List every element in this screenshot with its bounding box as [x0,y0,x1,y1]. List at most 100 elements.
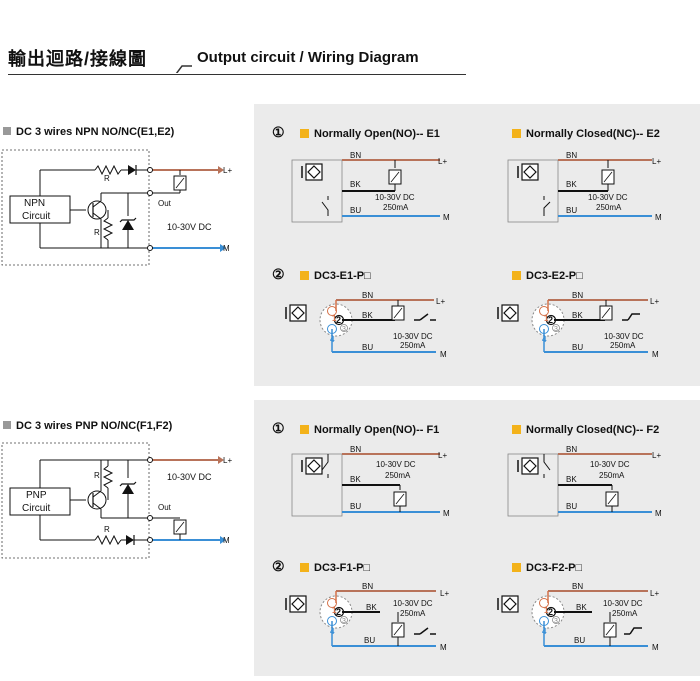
pnp-no-wiring [291,453,440,517]
title-chinese: 輸出迴路/接線圖 [8,49,148,69]
pin-3-label: 3 [342,326,346,333]
pin-3-label: 3 [342,618,346,625]
bu-label: BU [574,636,585,645]
bk-label: BK [350,180,361,189]
npn-no-heading: Normally Open(NO)-- E1 [300,128,440,140]
page-header: 輸出迴路/接線圖 Output circuit / Wiring Diagram [0,0,700,90]
bn-label: BN [572,582,583,591]
yellow-square-icon [300,129,309,138]
current-label: 250mA [400,341,426,350]
npn-r-side-label: R [94,228,100,237]
pin-2-label: 2 [336,607,341,617]
grey-square-icon [3,127,11,135]
lplus-label: L+ [652,157,661,166]
npn-out-label: Out [158,199,172,208]
npn-supply-label: 10-30V DC [167,222,212,232]
yellow-square-icon [512,563,521,572]
yellow-square-icon [512,129,521,138]
title-underline [8,74,466,75]
bn-label: BN [350,445,361,454]
npn-option1-number: ① [272,124,285,140]
pnp-r-bottom-label: R [104,525,110,534]
npn-circuit-label-2: Circuit [22,211,51,222]
lplus-label: L+ [438,157,447,166]
bk-label: BK [576,603,587,612]
npn-circuit-diagram [1,149,226,266]
supply-label: 10-30V DC [393,599,433,608]
title-english: Output circuit / Wiring Diagram [197,49,419,66]
bu-label: BU [350,206,361,215]
npn-nc-heading: Normally Closed(NC)-- E2 [512,128,660,140]
bn-label: BN [362,291,373,300]
pin-2-label: 2 [548,315,553,325]
bn-label: BN [566,151,577,160]
pin-4-label: 4 [542,627,547,636]
npn-nc-wiring [507,159,652,223]
pin-1-label: 1 [332,314,337,323]
lplus-label: L+ [436,297,445,306]
supply-label: 10-30V DC [603,599,643,608]
pnp-out-label: Out [158,503,172,512]
pnp-m-label: M [223,536,230,545]
bk-label: BK [572,311,583,320]
pnp-f1-connector-wiring [285,590,436,647]
yellow-square-icon [512,271,521,280]
bk-label: BK [350,475,361,484]
pin-2-label: 2 [548,607,553,617]
supply-label: 10-30V DC [604,332,644,341]
current-label: 250mA [400,609,426,618]
pin-3-label: 3 [554,326,558,333]
m-label: M [655,213,662,222]
m-label: M [443,213,450,222]
pin-2-label: 2 [336,315,341,325]
npn-section-title: DC 3 wires NPN NO/NC(E1,E2) [3,126,174,138]
pnp-option2-number: ② [272,558,285,574]
pin-4-label: 4 [542,335,547,344]
m-label: M [443,509,450,518]
m-label: M [440,643,447,652]
bn-label: BN [566,445,577,454]
bu-label: BU [572,343,583,352]
current-label: 250mA [599,471,625,480]
m-label: M [440,350,447,359]
lplus-label: L+ [652,451,661,460]
pnp-section-title: DC 3 wires PNP NO/NC(F1,F2) [3,420,172,432]
supply-label: 10-30V DC [590,460,630,469]
bk-label: BK [362,311,373,320]
pnp-no-heading: Normally Open(NO)-- F1 [300,424,439,436]
npn-options-panel [254,104,700,386]
bk-label: BK [566,475,577,484]
m-label: M [652,350,659,359]
pnp-f2-connector-heading: DC3-F2-P□ [512,562,582,574]
npn-option2-number: ② [272,266,285,282]
m-label: M [655,509,662,518]
supply-label: 10-30V DC [393,332,433,341]
supply-label: 10-30V DC [375,193,415,202]
title-notch [175,65,192,73]
npn-lplus-label: L+ [223,166,232,175]
pnp-supply-label: 10-30V DC [167,472,212,482]
pnp-circuit-diagram [1,442,226,559]
lplus-label: L+ [650,589,659,598]
pin-3-label: 3 [554,618,558,625]
yellow-square-icon [300,563,309,572]
bk-label: BK [566,180,577,189]
pin-1-label: 1 [544,314,549,323]
bu-label: BU [566,206,577,215]
bu-label: BU [364,636,375,645]
bn-label: BN [350,151,361,160]
bn-label: BN [572,291,583,300]
current-label: 250mA [383,203,409,212]
lplus-label: L+ [440,589,449,598]
pin-4-label: 4 [330,335,335,344]
npn-e2-connector-heading: DC3-E2-P□ [512,270,583,282]
pnp-option1-number: ① [272,420,285,436]
current-label: 250mA [612,609,638,618]
pnp-nc-wiring [507,453,652,517]
current-label: 250mA [610,341,636,350]
pin-1-label: 1 [332,606,337,615]
pnp-f2-connector-wiring [497,590,648,647]
npn-m-label: M [223,244,230,253]
pnp-circuit-label-2: Circuit [22,503,51,514]
